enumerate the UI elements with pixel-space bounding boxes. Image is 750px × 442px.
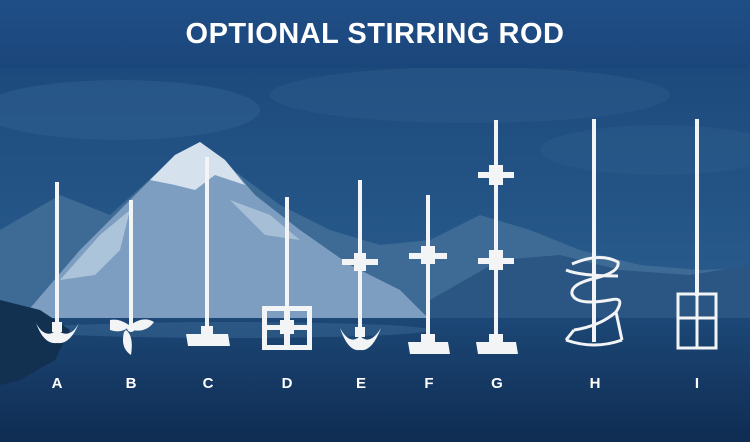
rod-f-double-flat-blade-icon [408, 195, 450, 354]
rod-label-b: B [125, 375, 137, 392]
rod-d-frame-paddle-icon [262, 197, 312, 350]
rod-label-f: F [424, 375, 434, 392]
rod-h-spiral-ribbon-icon [564, 119, 624, 347]
rod-i-anchor-frame-icon [676, 119, 718, 350]
rod-label-h: H [589, 375, 601, 392]
rod-b-three-blade-propeller-icon [110, 200, 154, 355]
rod-label-e: E [355, 375, 366, 392]
page-title: OPTIONAL STIRRING ROD [185, 17, 565, 50]
rod-g-triple-blade-icon [476, 120, 518, 354]
rod-c-flat-blade-icon [186, 157, 230, 346]
rod-e-double-propeller-icon [340, 180, 381, 351]
rod-label-g: G [491, 375, 503, 392]
rod-label-a: A [51, 375, 63, 392]
title-bar: OPTIONAL STIRRING ROD [0, 0, 750, 68]
rod-label-d: D [281, 375, 293, 392]
rod-label-i: I [694, 375, 700, 392]
rod-a-propeller-icon [36, 182, 79, 344]
rod-label-c: C [202, 375, 214, 392]
